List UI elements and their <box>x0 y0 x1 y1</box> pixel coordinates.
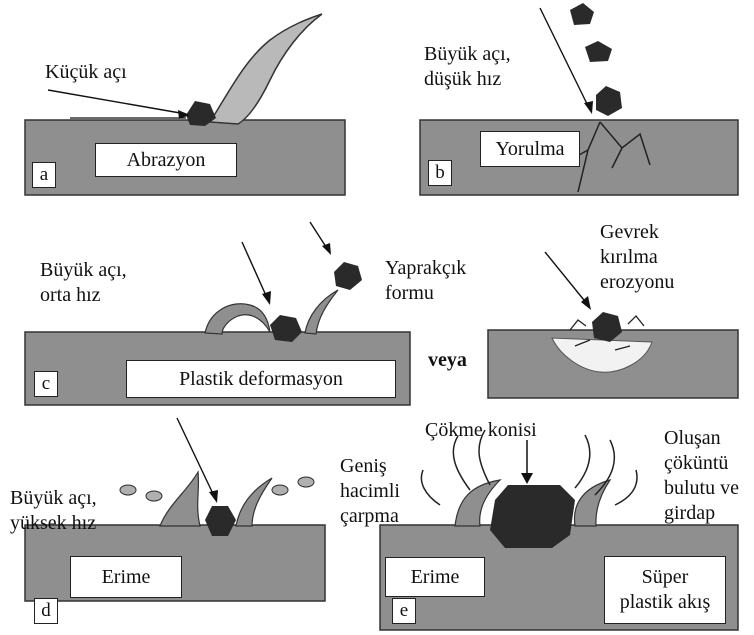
lip-c-right <box>305 290 338 334</box>
letter-b: b <box>428 160 452 186</box>
box-c: Plastik deformasyon <box>126 360 396 398</box>
lip-c-left <box>205 304 270 334</box>
label-a: Küçük açı <box>45 60 127 85</box>
box-e2: Süper plastik akış <box>604 556 726 624</box>
label-e-left: Geniş hacimli çarpma <box>340 454 400 529</box>
label-e-top: Çökme konisi <box>425 418 537 443</box>
label-c3: Gevrek kırılma erozyonu <box>600 220 674 295</box>
box-d: Erime <box>70 556 182 598</box>
particle-b2 <box>585 41 612 62</box>
chip-a <box>210 14 322 124</box>
letter-d: d <box>34 598 58 624</box>
label-d: Büyük açı, yüksek hız <box>10 486 97 536</box>
arrow-c3 <box>545 252 588 305</box>
veya-label: veya <box>428 348 467 373</box>
label-c2: Yaprakçık formu <box>385 256 466 306</box>
letter-e: e <box>392 598 416 624</box>
label-b: Büyük açı, düşük hız <box>424 42 511 92</box>
arrow-c <box>242 242 268 300</box>
box-e: Erime <box>385 557 485 597</box>
label-e-right: Oluşan çöküntü bulutu ve girdap <box>664 426 739 526</box>
particle-e <box>490 485 575 548</box>
particle-c2 <box>334 262 362 290</box>
box-b: Yorulma <box>480 131 580 167</box>
letter-c: c <box>34 371 58 397</box>
particle-b3 <box>596 86 622 116</box>
letter-a: a <box>32 162 56 188</box>
label-c: Büyük açı, orta hız <box>40 258 127 308</box>
box-a: Abrazyon <box>95 143 237 177</box>
arrow-a <box>48 90 186 114</box>
particle-b1 <box>570 3 594 25</box>
